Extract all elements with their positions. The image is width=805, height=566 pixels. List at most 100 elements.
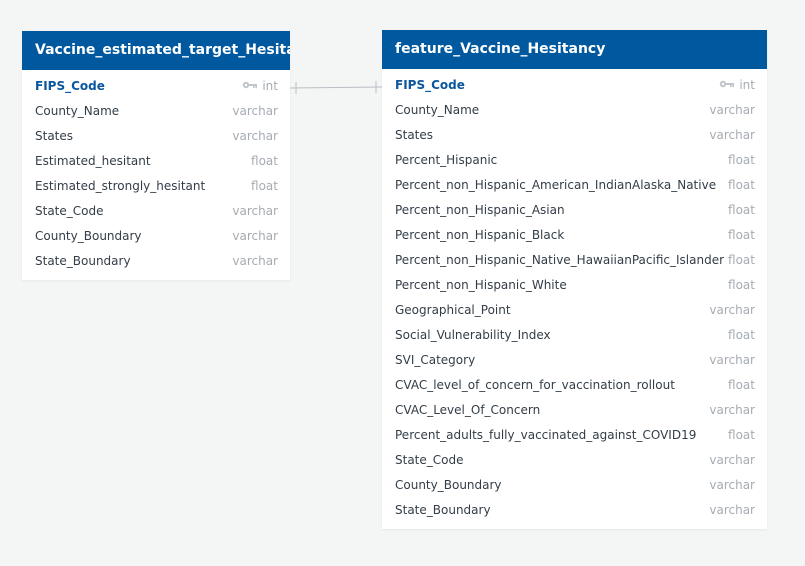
column-type: float [728, 248, 755, 273]
column-type-label: float [251, 154, 278, 168]
column-row[interactable]: County_Boundary varchar [22, 224, 290, 249]
column-name: FIPS_Code [35, 79, 105, 93]
column-type-label: varchar [232, 104, 278, 118]
column-type: int [242, 74, 278, 99]
column-row[interactable]: State_Boundary varchar [382, 498, 767, 523]
column-name: State_Code [395, 453, 464, 467]
column-type: int [719, 73, 755, 98]
column-row[interactable]: States varchar [22, 124, 290, 149]
column-type-label: float [728, 378, 755, 392]
column-row[interactable]: SVI_Category varchar [382, 348, 767, 373]
column-row[interactable]: Social_Vulnerability_Index float [382, 323, 767, 348]
column-type-label: varchar [709, 453, 755, 467]
column-type-label: int [262, 79, 278, 93]
column-name: Percent_non_Hispanic_White [395, 278, 567, 292]
column-name: States [395, 128, 434, 142]
column-row[interactable]: Percent_non_Hispanic_American_IndianAlas… [382, 173, 767, 198]
column-row[interactable]: Percent_non_Hispanic_White float [382, 273, 767, 298]
column-type-label: varchar [232, 204, 278, 218]
column-type: float [728, 273, 755, 298]
column-type: varchar [709, 448, 755, 473]
column-row[interactable]: Estimated_strongly_hesitant float [22, 174, 290, 199]
column-name: Estimated_strongly_hesitant [35, 179, 206, 193]
column-name: Percent_non_Hispanic_Native_HawaiianPaci… [395, 253, 725, 267]
column-type: float [728, 223, 755, 248]
column-type-label: varchar [232, 254, 278, 268]
column-name: County_Boundary [35, 229, 142, 243]
column-row[interactable]: FIPS_Code int [22, 74, 290, 99]
column-name: Percent_non_Hispanic_Asian [395, 203, 565, 217]
column-row[interactable]: State_Boundary varchar [22, 249, 290, 274]
column-row[interactable]: Percent_non_Hispanic_Native_HawaiianPaci… [382, 248, 767, 273]
column-type-label: int [739, 78, 755, 92]
table-title[interactable]: Vaccine_estimated_target_Hesitancy [22, 31, 290, 70]
column-row[interactable]: State_Code varchar [22, 199, 290, 224]
column-type-label: float [728, 153, 755, 167]
column-name: State_Boundary [35, 254, 131, 268]
column-type: varchar [709, 498, 755, 523]
column-type-label: varchar [709, 503, 755, 517]
column-type-label: varchar [232, 129, 278, 143]
column-name: State_Boundary [395, 503, 491, 517]
column-name: Percent_non_Hispanic_American_IndianAlas… [395, 178, 717, 192]
column-type: varchar [709, 98, 755, 123]
column-type: float [251, 149, 278, 174]
column-name: Percent_adults_fully_vaccinated_against_… [395, 428, 697, 442]
column-type: float [728, 373, 755, 398]
column-row[interactable]: State_Code varchar [382, 448, 767, 473]
column-type: varchar [709, 398, 755, 423]
column-type-label: varchar [709, 353, 755, 367]
column-type-label: float [728, 228, 755, 242]
column-type-label: float [251, 179, 278, 193]
column-type-label: varchar [709, 303, 755, 317]
column-name: State_Code [35, 204, 104, 218]
column-type: float [728, 423, 755, 448]
column-type: varchar [232, 224, 278, 249]
column-type-label: float [728, 328, 755, 342]
table-title[interactable]: feature_Vaccine_Hesitancy [382, 30, 767, 69]
column-name: Percent_non_Hispanic_Black [395, 228, 565, 242]
primary-key-icon [242, 73, 258, 98]
column-row[interactable]: Percent_non_Hispanic_Asian float [382, 198, 767, 223]
column-row[interactable]: Percent_Hispanic float [382, 148, 767, 173]
column-type-label: float [728, 253, 755, 267]
column-type-label: varchar [709, 403, 755, 417]
column-row[interactable]: CVAC_Level_Of_Concern varchar [382, 398, 767, 423]
column-row[interactable]: County_Boundary varchar [382, 473, 767, 498]
column-type: float [728, 198, 755, 223]
relationship-line [289, 86, 383, 89]
column-type: varchar [232, 124, 278, 149]
column-type: float [728, 173, 755, 198]
column-type: varchar [709, 298, 755, 323]
column-type: varchar [709, 123, 755, 148]
column-name: SVI_Category [395, 353, 476, 367]
table-vaccine-estimated-target-hesitancy[interactable]: Vaccine_estimated_target_Hesitancy FIPS_… [22, 31, 290, 280]
column-name: CVAC_Level_Of_Concern [395, 403, 541, 417]
column-name: States [35, 129, 74, 143]
column-name: CVAC_level_of_concern_for_vaccination_ro… [395, 378, 675, 392]
column-type: float [728, 148, 755, 173]
column-row[interactable]: Percent_non_Hispanic_Black float [382, 223, 767, 248]
column-type: varchar [232, 199, 278, 224]
column-type-label: float [728, 278, 755, 292]
column-type: varchar [232, 99, 278, 124]
column-type: varchar [709, 473, 755, 498]
column-type: varchar [232, 249, 278, 274]
column-type-label: varchar [709, 128, 755, 142]
column-name: Social_Vulnerability_Index [395, 328, 551, 342]
column-row[interactable]: CVAC_level_of_concern_for_vaccination_ro… [382, 373, 767, 398]
column-type-label: varchar [709, 103, 755, 117]
column-row[interactable]: States varchar [382, 123, 767, 148]
column-row[interactable]: Percent_adults_fully_vaccinated_against_… [382, 423, 767, 448]
column-type-label: float [728, 203, 755, 217]
column-type: float [251, 174, 278, 199]
column-name: County_Boundary [395, 478, 502, 492]
column-name: Percent_Hispanic [395, 153, 498, 167]
